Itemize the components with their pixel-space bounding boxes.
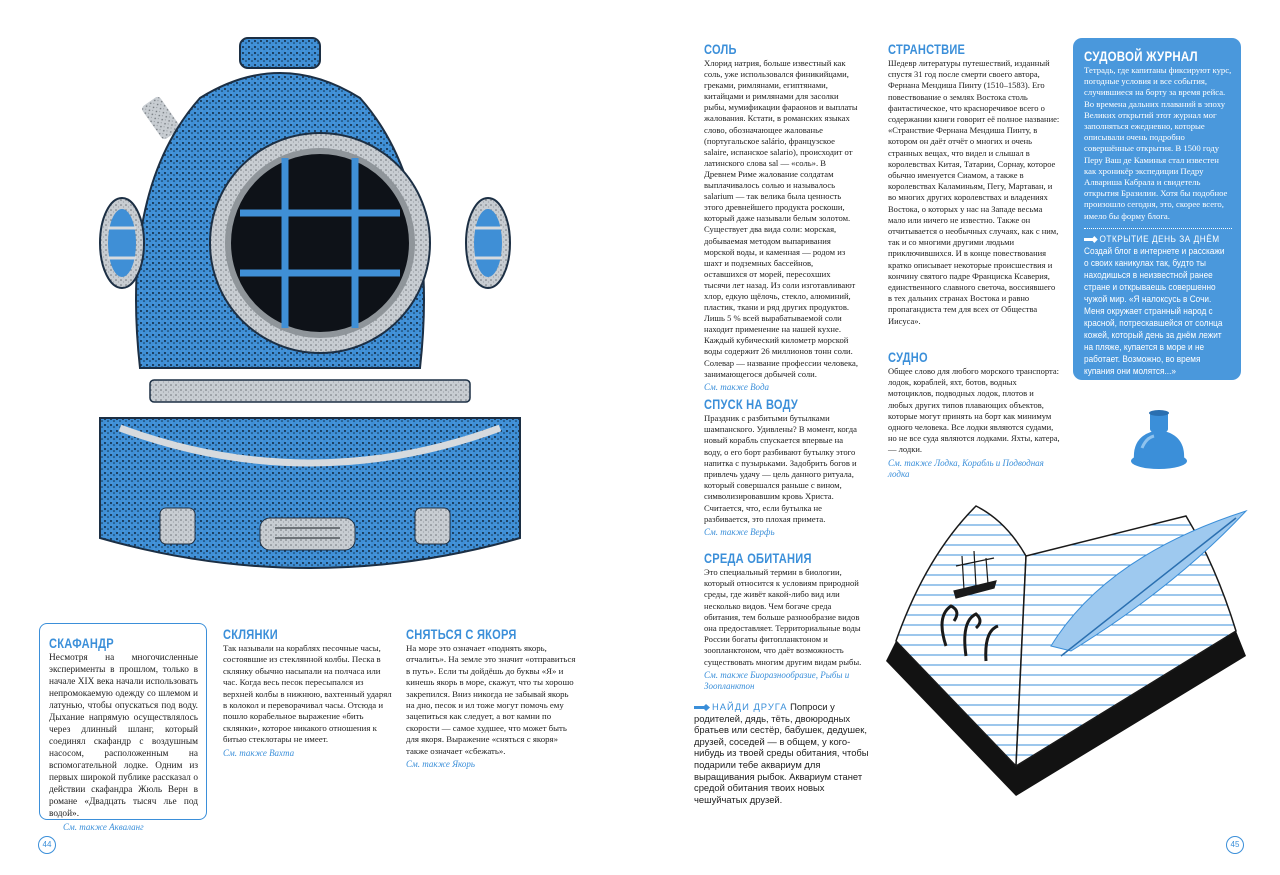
sudno-entry: СУДНО Общее слово для любого морского тр… [888,350,1060,480]
skafandr-see-also[interactable]: См. также Акваланг [63,822,144,832]
tentacle-sketch [940,604,999,662]
skafandr-text: Несмотря на многочисленные эксперименты … [49,653,198,819]
ships-log-text: Тетрадь, где капитаны фиксируют курс, по… [1084,65,1232,221]
skafandr-title: СКАФАНДР [49,636,114,651]
discovery-block: ОТКРЫТИЕ ДЕНЬ ЗА ДНЁМ Создай блог в инте… [1084,234,1230,378]
pointing-hand-icon [694,704,710,712]
skafandr-card: СКАФАНДР Несмотря на многочисленные эксп… [39,623,207,832]
discovery-text: Создай блог в интернете и расскажи о сво… [1084,245,1225,377]
sol-entry: СОЛЬ Хлорид натрия, больше известный как… [704,42,858,393]
card-divider [1084,227,1232,229]
anchor-entry: СНЯТЬСЯ С ЯКОРЯ На море это означает «по… [406,627,576,770]
sklyanki-see-also[interactable]: См. также Вахта [223,747,295,758]
stranstvie-text: Шедевр литературы путешествий, изданный … [888,58,1060,326]
side-port-right [465,197,511,289]
ships-log-title: СУДОВОЙ ЖУРНАЛ [1084,48,1198,64]
inkwell-illustration [1131,410,1187,469]
front-window [209,132,431,354]
side-port-left [99,197,145,289]
stranstvie-title: СТРАНСТВИЕ [888,42,966,57]
sklyanki-entry: СКЛЯНКИ Так называли на кораблях песочны… [223,627,393,759]
sudno-text: Общее слово для любого морского транспор… [888,366,1060,455]
sreda-title: СРЕДА ОБИТАНИЯ [704,551,812,566]
pointing-hand-icon [1084,235,1098,243]
discovery-label: ОТКРЫТИЕ ДЕНЬ ЗА ДНЁМ [1099,233,1220,245]
spusk-title: СПУСК НА ВОДУ [704,397,799,412]
sreda-see-also[interactable]: См. также Биоразнообразие, Рыбы и Зоопла… [704,669,850,691]
find-friend-label: НАЙДИ ДРУГА [712,701,788,712]
page-number-right: 45 [1226,836,1244,854]
sreda-text: Это специальный термин в биологии, котор… [704,567,862,667]
diving-helmet-illustration [99,37,521,569]
anchor-text: На море это означает «поднять якорь, отч… [406,643,576,756]
sklyanki-text: Так называли на кораблях песочные часы, … [223,643,392,745]
sklyanki-title: СКЛЯНКИ [223,627,278,642]
ships-log-card: СУДОВОЙ ЖУРНАЛ Тетрадь, где капитаны фик… [1073,38,1241,380]
sudno-see-also[interactable]: См. также Лодка, Корабль и Подводная лод… [888,457,1044,479]
find-friend-text: Попроси у родителей, дядь, тёть, двоюрод… [694,701,869,805]
anchor-see-also[interactable]: См. также Якорь [406,759,475,770]
ship-sketch [953,550,997,599]
spusk-text: Праздник с разбитыми бутылками шампанско… [704,413,857,524]
sudno-title: СУДНО [888,350,928,365]
spusk-entry: СПУСК НА ВОДУ Праздник с разбитыми бутыл… [704,397,858,538]
page-number-left: 44 [38,836,56,854]
find-friend-box: НАЙДИ ДРУГА Попроси у родителей, дядь, т… [694,701,880,805]
quill-icon [1050,509,1248,657]
sol-text: Хлорид натрия, больше известный как соль… [704,58,859,379]
sol-title: СОЛЬ [704,42,737,57]
open-logbook-illustration [886,505,1248,796]
spusk-see-also[interactable]: См. также Верфь [704,527,775,538]
sreda-entry: СРЕДА ОБИТАНИЯ Это специальный термин в … [704,551,864,692]
anchor-title: СНЯТЬСЯ С ЯКОРЯ [406,627,517,642]
sol-see-also[interactable]: См. также Вода [704,381,769,392]
stranstvie-entry: СТРАНСТВИЕ Шедевр литературы путешествий… [888,42,1060,327]
